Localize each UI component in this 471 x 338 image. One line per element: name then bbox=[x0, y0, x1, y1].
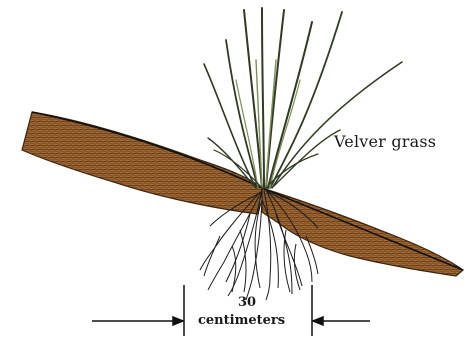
scale-unit: centimeters bbox=[198, 313, 285, 328]
scale-arrowhead-left bbox=[173, 317, 183, 325]
scale-arrowhead-right bbox=[313, 317, 323, 325]
scale-bar bbox=[92, 285, 370, 336]
soil-bank-left bbox=[22, 112, 262, 214]
grass-clump bbox=[204, 8, 402, 188]
plant-label: Velver grass bbox=[334, 132, 436, 151]
scale-value: 30 bbox=[238, 295, 256, 310]
soil-bank-right bbox=[262, 188, 463, 276]
